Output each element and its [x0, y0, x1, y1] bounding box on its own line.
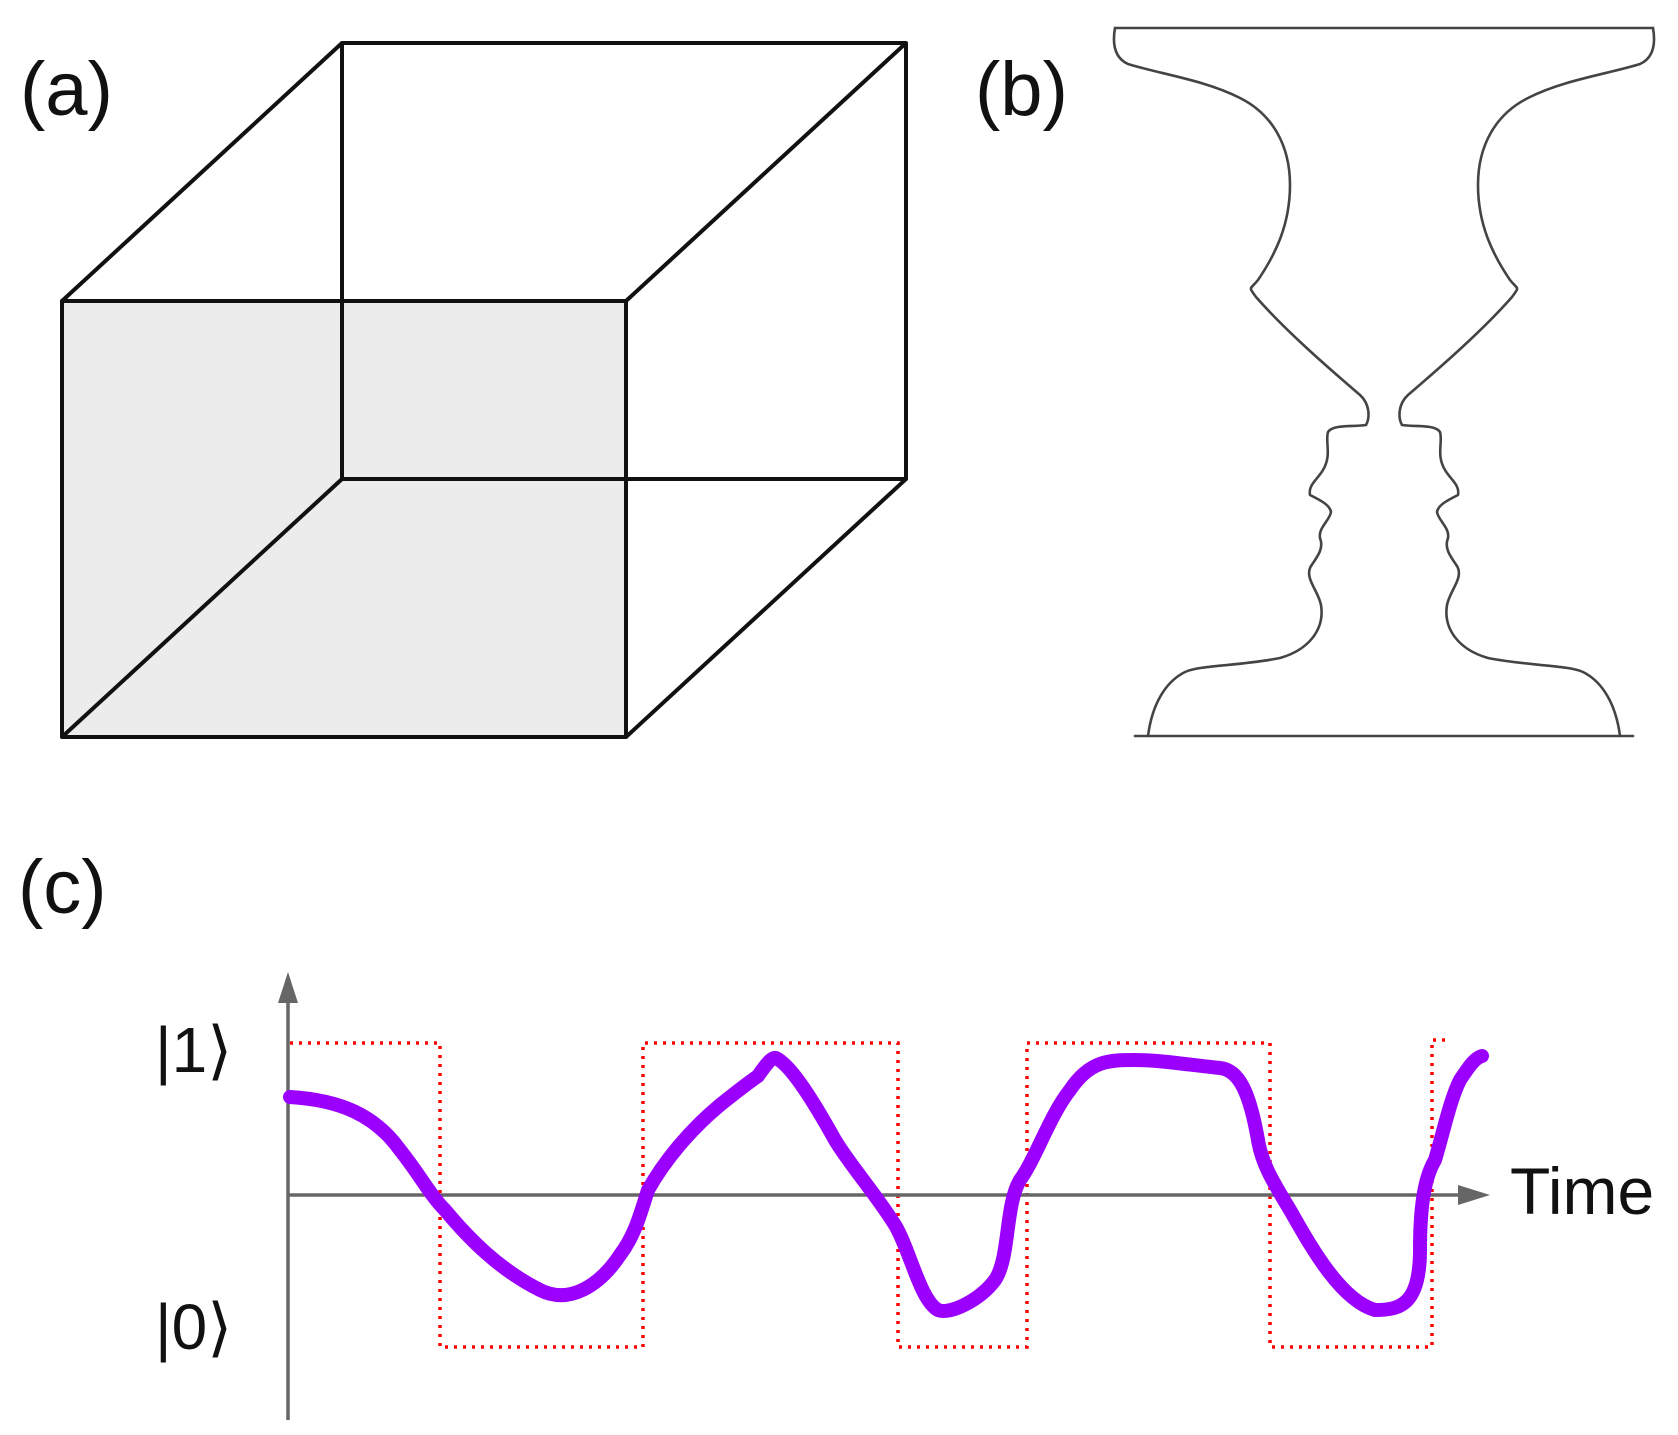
state-one-label: |1⟩: [155, 1014, 233, 1086]
panel-label-b: (b): [975, 47, 1068, 132]
vase-right-profile: [1398, 26, 1656, 738]
square-wave-outline: [290, 1038, 1448, 1349]
necker-cube-icon: [60, 41, 908, 739]
signal-plot: [278, 972, 1490, 1420]
vase-left-profile: [1112, 26, 1370, 738]
x-axis: [288, 1185, 1490, 1205]
cube-edge-br: [624, 477, 908, 739]
y-axis: [278, 972, 298, 1420]
cube-edge-bl: [60, 477, 344, 739]
panel-label-a: (a): [20, 47, 113, 132]
cube-edge-tr: [624, 41, 908, 303]
x-axis-arrow-icon: [1458, 1185, 1490, 1205]
time-axis-label: Time: [1510, 1154, 1655, 1228]
cube-edge-tl: [60, 41, 344, 303]
state-zero-label: |0⟩: [155, 1291, 233, 1363]
y-axis-arrow-icon: [278, 972, 298, 1003]
signal-wave: [283, 1049, 1489, 1318]
rubin-vase-icon: [1112, 26, 1656, 738]
panel-label-c: (c): [18, 845, 107, 930]
square-wave-segment-1: [290, 1038, 1448, 1349]
